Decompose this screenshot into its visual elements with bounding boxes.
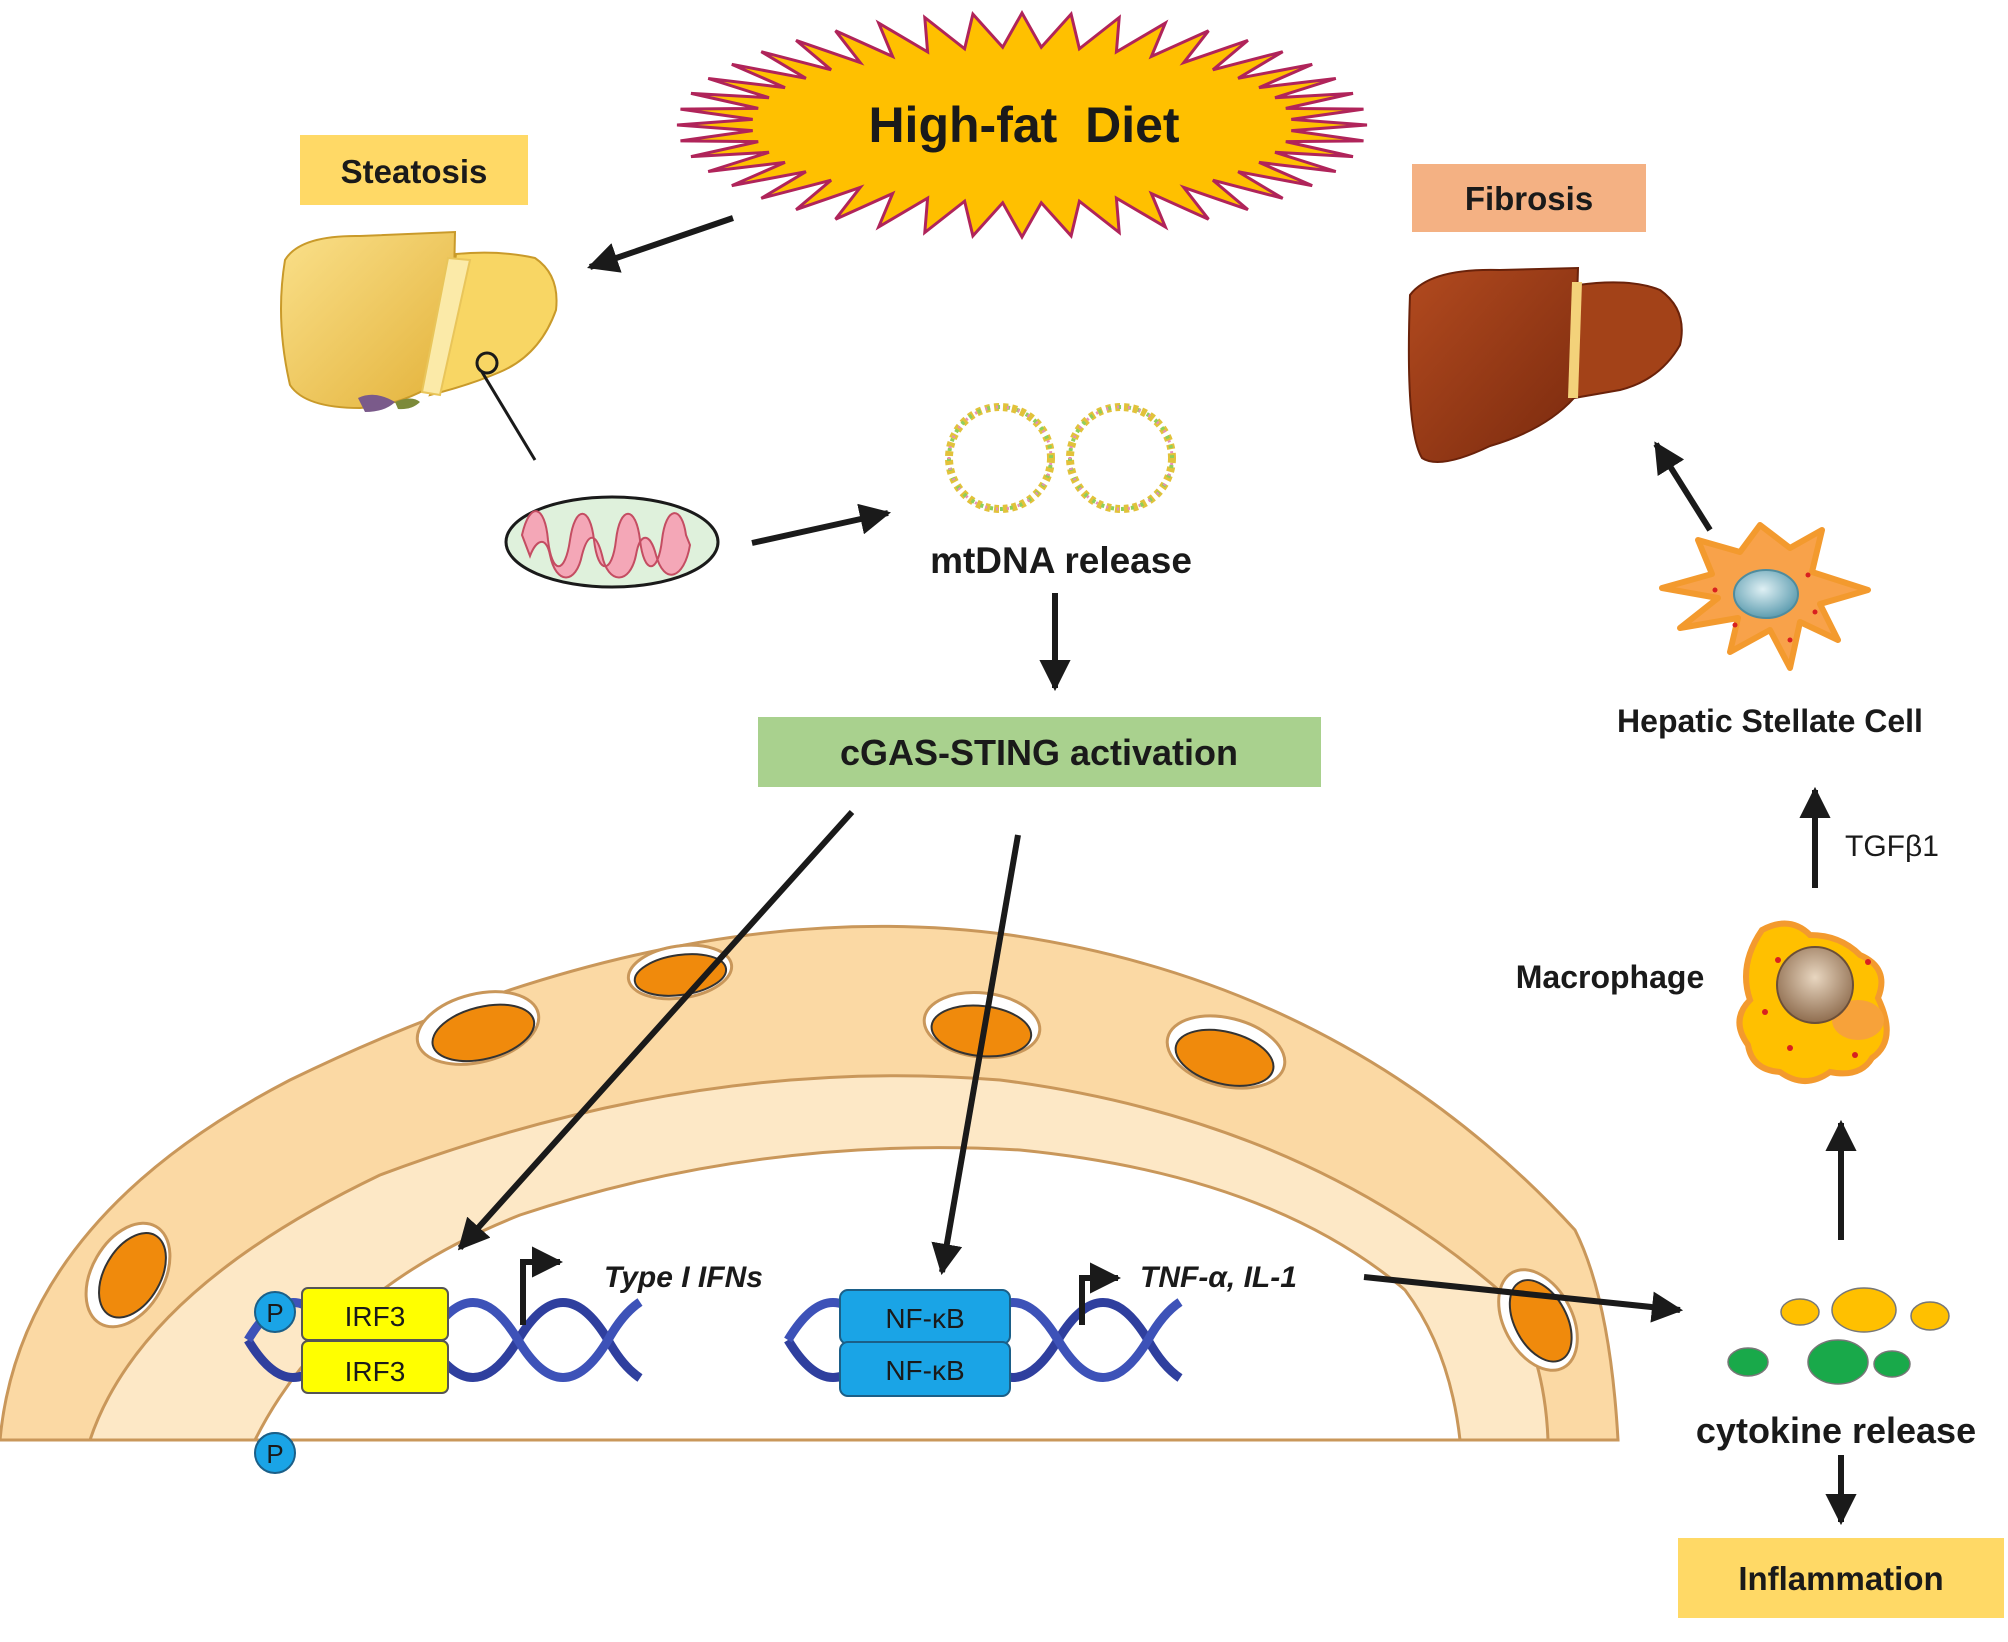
irf3-dna-complex: IRF3 IRF3 P P Type I IFNs (244, 1246, 763, 1474)
fibrotic-liver-icon (1407, 266, 1683, 463)
type-i-ifns-label: Type I IFNs (604, 1261, 763, 1294)
arrow-tnf-to-cytokines (1363, 1274, 1684, 1323)
phospho-top-icon (254, 1291, 296, 1333)
zoom-callout-line (480, 371, 537, 461)
arrow-cgas-to-irf3 (457, 809, 855, 1251)
fibrosis-panel: Fibrosis (1407, 164, 1683, 463)
tnf-promoter-arrow (1079, 1262, 1122, 1325)
nfkb-top-label: NF-κB (885, 1303, 964, 1334)
nuclear-pore (84, 1221, 172, 1329)
cgas-sting-label: cGAS-STING activation (840, 732, 1238, 773)
arrow-diet-to-steatosis (587, 215, 734, 273)
liver-zoom-circle (475, 351, 499, 375)
fibrosis-box (1412, 164, 1646, 232)
pathway-arrows (457, 215, 1857, 1526)
nfkb-dna-complex: NF-κB NF-κB TNF-α, IL-1 (784, 1261, 1297, 1397)
nfkb-bottom-label: NF-κB (885, 1355, 964, 1386)
mitochondrion-icon (504, 495, 720, 589)
arrow-hsc-to-fibrosis (1653, 441, 1713, 532)
cgas-sting-box (758, 717, 1321, 787)
irf3-bottom-label: IRF3 (345, 1356, 406, 1387)
fibrosis-label: Fibrosis (1465, 180, 1593, 217)
cytokine-release-label: cytokine release (1696, 1410, 1976, 1451)
irf3-bottom (301, 1340, 449, 1394)
inflammation-label: Inflammation (1738, 1560, 1943, 1597)
hepatic-stellate-cell-icon (1659, 522, 1871, 671)
phospho-bottom-overlay-label: P (266, 1439, 283, 1469)
mtdna-release-label: mtDNA release (930, 540, 1192, 581)
arrow-cgas-to-nfkb (931, 834, 1021, 1276)
inflammation-box (1678, 1538, 2004, 1618)
nfkb-bottom (839, 1341, 1011, 1397)
nuclear-pore (415, 990, 541, 1066)
tgfb1-label: TGFβ1 (1845, 830, 1939, 863)
arrow-mito-to-mtdna (751, 503, 892, 546)
irf3-top-label: IRF3 (345, 1301, 406, 1332)
steatosis-panel: Steatosis (280, 135, 720, 589)
nuclear-pore (1165, 1014, 1287, 1090)
steatosis-box (300, 135, 528, 205)
steatosis-label: Steatosis (341, 153, 488, 190)
high-fat-diet-label: High-fat Diet (868, 97, 1179, 153)
cytokine-particles-icon (1727, 1287, 1950, 1385)
fatty-liver-icon (280, 230, 558, 412)
phospho-top-label: P (266, 1298, 283, 1328)
high-fat-diet-burst: High-fat Diet (676, 9, 1368, 241)
hepatic-stellate-cell-label: Hepatic Stellate Cell (1617, 703, 1923, 739)
macrophage-label: Macrophage (1516, 959, 1704, 995)
macrophage-icon (1736, 920, 1890, 1084)
type-i-ifn-promoter-arrow (520, 1246, 564, 1325)
mtdna-circles-icon (945, 403, 1176, 513)
phospho-bottom-icon-overlay (254, 1432, 296, 1474)
tnf-il1-label: TNF-α, IL-1 (1140, 1261, 1297, 1294)
nuclear-pore (626, 943, 734, 1001)
